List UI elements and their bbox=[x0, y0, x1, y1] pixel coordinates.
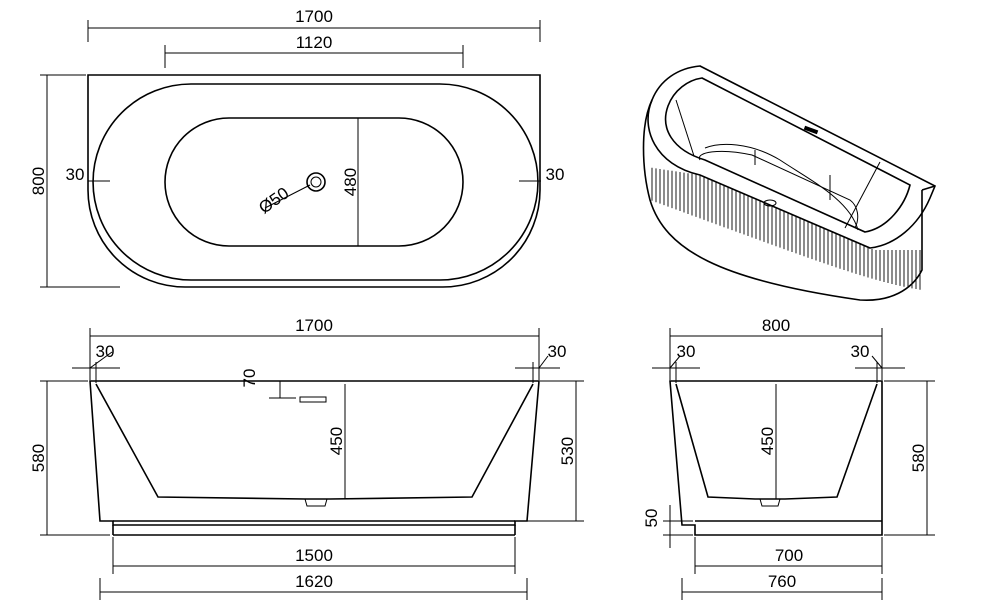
dim-inner-width: 480 bbox=[341, 168, 360, 196]
drain-inner bbox=[310, 176, 322, 188]
overflow-slot bbox=[803, 125, 819, 135]
dim-front-wall-height: 530 bbox=[558, 437, 577, 465]
front-drain bbox=[304, 498, 328, 507]
front-view-shell bbox=[89, 380, 540, 526]
dim-front-overall-height: 580 bbox=[29, 444, 48, 472]
dim-overall-length: 1700 bbox=[295, 7, 333, 26]
dim-side-inner-depth: 450 bbox=[758, 427, 777, 455]
dim-front-inner-depth: 450 bbox=[327, 427, 346, 455]
top-view-outline bbox=[87, 74, 541, 288]
leader bbox=[871, 355, 883, 369]
dim-side-right-rim: 30 bbox=[851, 342, 870, 361]
fluted-ribs bbox=[651, 167, 921, 290]
dim-side-plinth-height: 50 bbox=[642, 509, 661, 528]
dim-front-right-rim: 30 bbox=[548, 342, 567, 361]
front-view-basin bbox=[95, 383, 534, 500]
leader bbox=[538, 355, 549, 369]
rim-inner bbox=[664, 77, 911, 233]
side-view-shell bbox=[669, 380, 883, 536]
top-view-basin bbox=[164, 117, 464, 247]
dim-drain-diameter: Ø50 bbox=[255, 183, 292, 217]
drain-outer bbox=[306, 172, 326, 192]
side-drain bbox=[759, 498, 781, 507]
dim-inner-length: 1120 bbox=[296, 33, 333, 52]
top-view-rim bbox=[92, 83, 539, 281]
dim-side-base-width: 700 bbox=[775, 546, 803, 565]
basin-edge-left bbox=[675, 99, 695, 157]
top-view: 1700 1120 800 30 30 480 Ø50 bbox=[29, 7, 565, 288]
basin-floor bbox=[698, 150, 859, 229]
dim-front-overall-length: 1700 bbox=[295, 316, 333, 335]
side-view-basin bbox=[675, 383, 878, 500]
basin-edge-right bbox=[844, 161, 881, 229]
dim-right-wall: 30 bbox=[546, 165, 565, 184]
dim-overall-width: 800 bbox=[29, 167, 48, 195]
dim-side-overall-width: 800 bbox=[762, 316, 790, 335]
basin-interior bbox=[704, 143, 859, 231]
body-edge bbox=[921, 185, 936, 191]
dim-front-left-rim: 30 bbox=[96, 342, 115, 361]
dim-side-left-rim: 30 bbox=[677, 342, 696, 361]
side-view: 800 30 30 450 50 580 700 760 bbox=[642, 316, 935, 600]
dim-overflow-offset: 70 bbox=[240, 369, 259, 388]
perspective-view bbox=[642, 65, 937, 301]
dim-front-bottom-length: 1620 bbox=[295, 572, 333, 591]
leader bbox=[669, 355, 681, 369]
leader bbox=[89, 351, 113, 369]
front-overflow bbox=[299, 396, 327, 403]
dim-side-bottom-width: 760 bbox=[768, 572, 796, 591]
dim-side-overall-height: 580 bbox=[909, 444, 928, 472]
front-view: 1700 30 30 70 450 580 530 1500 bbox=[29, 316, 584, 600]
rim-outer bbox=[647, 65, 937, 249]
body-outline bbox=[642, 99, 923, 301]
dim-left-wall: 30 bbox=[66, 165, 85, 184]
drain-leader bbox=[264, 184, 311, 209]
dim-front-base-length: 1500 bbox=[295, 546, 333, 565]
